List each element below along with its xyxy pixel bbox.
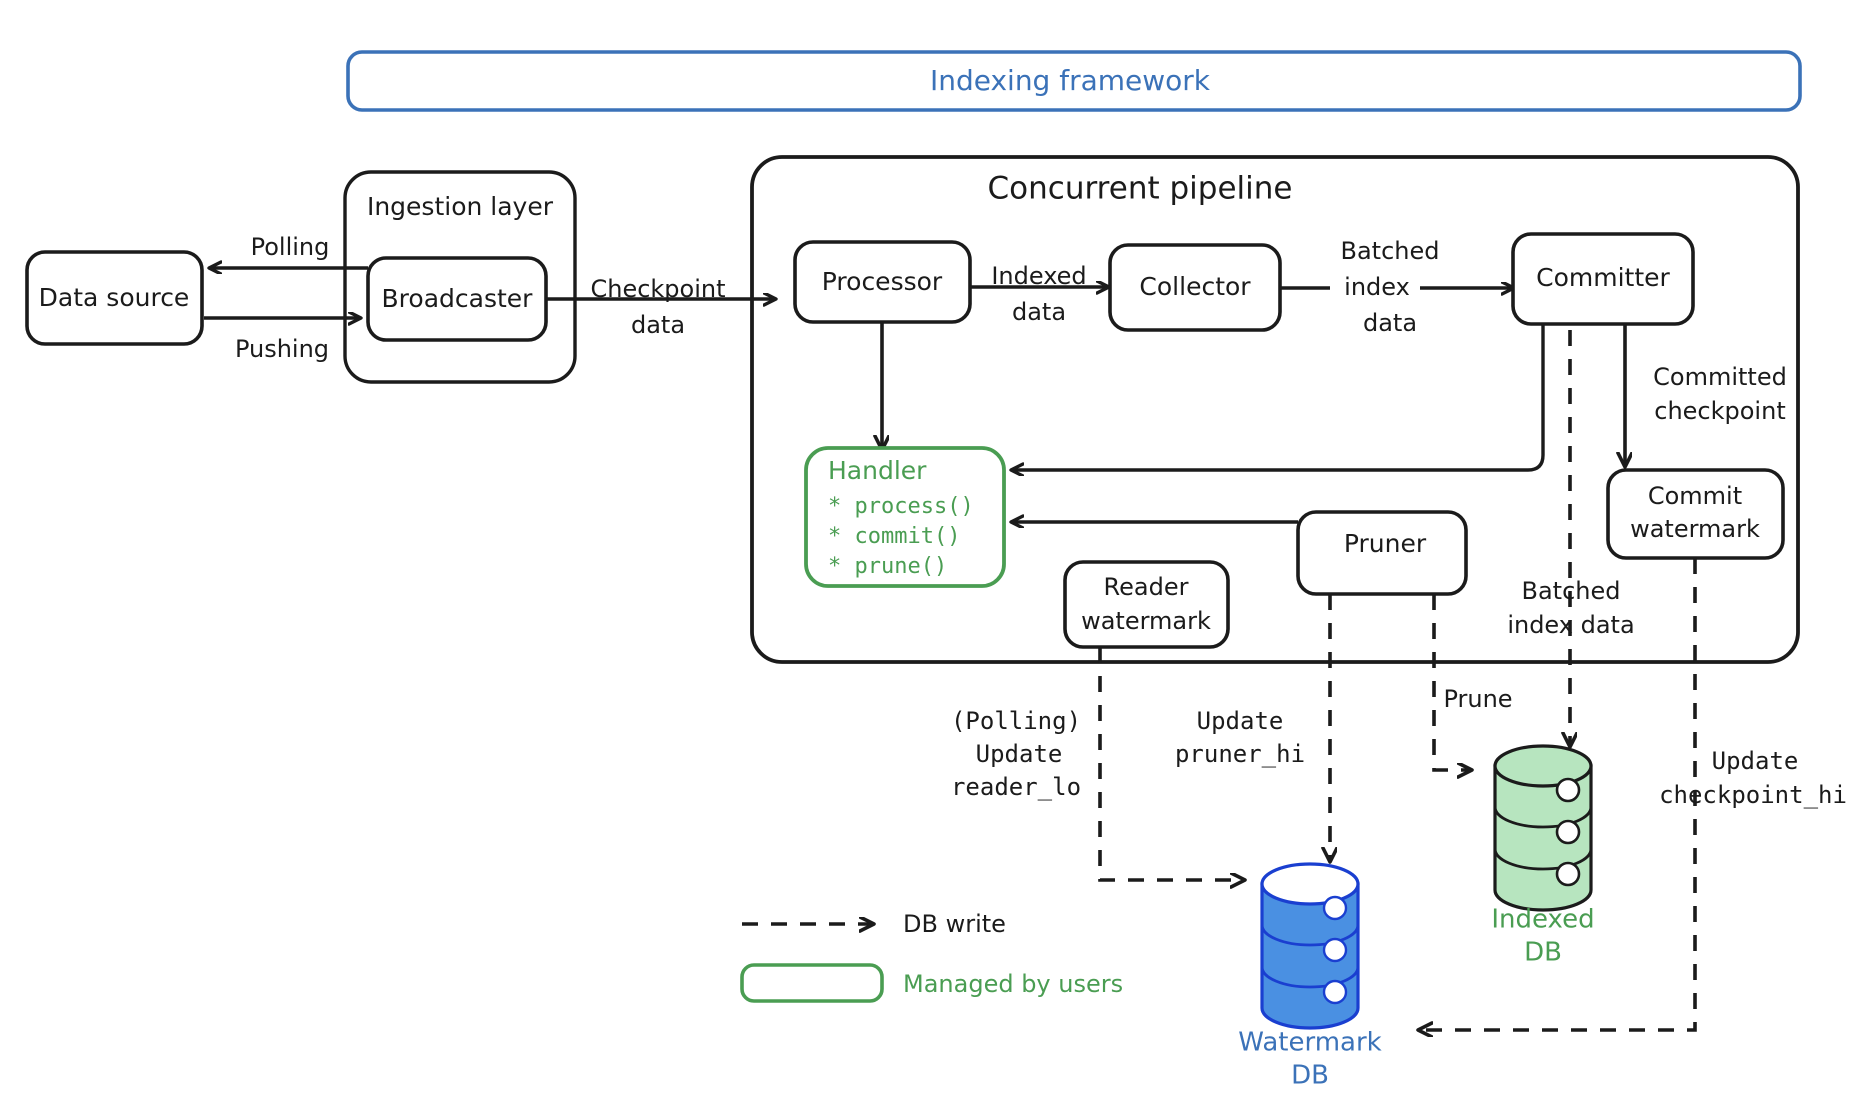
indexed-db-cylinder[interactable]: [1493, 744, 1593, 912]
edge-prune-to-indexed-db: [1432, 594, 1470, 770]
handler-method-commit: * commit(): [828, 524, 960, 549]
edge-polling-update-label-2: Update: [976, 740, 1063, 768]
handler-method-prune: * prune(): [828, 554, 947, 579]
edge-batched-index-data-label-3: data: [1363, 309, 1417, 337]
edge-polling-update-label-3: reader_lo: [951, 773, 1081, 801]
legend-managed-label: Managed by users: [903, 970, 1123, 998]
edge-pushing-label: Pushing: [235, 335, 329, 363]
edge-batched-index-data2-label-1: Batched: [1522, 577, 1621, 605]
edge-update-checkpoint-label-2: checkpoint_hi: [1659, 781, 1847, 809]
edge-update-checkpoint-label-1: Update: [1712, 747, 1799, 775]
legend-managed-swatch: [740, 963, 884, 1003]
concurrent-pipeline-box: [750, 155, 1800, 664]
pruner-label: Pruner: [1344, 529, 1427, 558]
edge-batched-index-data2-label-2: index data: [1507, 611, 1634, 639]
edge-indexed-data-label-2: data: [1012, 298, 1066, 326]
edge-polling-update-label-1: (Polling): [951, 707, 1081, 735]
committer-node[interactable]: [1511, 232, 1695, 326]
indexing-framework-title: Indexing framework: [930, 64, 1211, 97]
edge-batched-index-data-label-2: index: [1344, 273, 1410, 301]
edge-committer-to-handler: [1012, 324, 1545, 470]
committer-label: Committer: [1536, 263, 1670, 292]
concurrent-pipeline-title: Concurrent pipeline: [988, 171, 1293, 207]
handler-node[interactable]: [804, 446, 1006, 588]
edge-indexed-data-label-1: Indexed: [991, 262, 1086, 290]
edge-polling-label: Polling: [251, 233, 330, 261]
edge-committed-checkpoint-label-2: checkpoint: [1654, 397, 1785, 425]
processor-label: Processor: [822, 267, 943, 296]
edge-update-pruner-label-1: Update: [1197, 707, 1284, 735]
watermark-db-cylinder[interactable]: [1260, 862, 1360, 1030]
commit-watermark-label-1: Commit: [1648, 482, 1742, 510]
reader-watermark-label-1: Reader: [1104, 573, 1189, 601]
data-source-label: Data source: [39, 283, 190, 312]
commit-watermark-label-2: watermark: [1630, 515, 1760, 543]
collector-label: Collector: [1139, 272, 1251, 301]
indexed-db-label-2: DB: [1524, 938, 1562, 968]
data-source-node[interactable]: [25, 250, 204, 346]
edge-checkpoint-data-label-1: Checkpoint: [590, 275, 725, 303]
edge-update-pruner-label-2: pruner_hi: [1175, 740, 1305, 768]
edge-checkpoint-data-label-2: data: [631, 311, 685, 339]
watermark-db-label-2: DB: [1291, 1061, 1329, 1091]
edge-commit-watermark-to-watermark-db: [1420, 558, 1697, 1030]
ingestion-layer-title: Ingestion layer: [367, 192, 554, 221]
broadcaster-label: Broadcaster: [382, 284, 534, 313]
handler-method-process: * process(): [828, 494, 974, 519]
indexed-db-label-1: Indexed: [1491, 905, 1594, 935]
reader-watermark-label-2: watermark: [1081, 607, 1211, 635]
handler-title: Handler: [828, 456, 927, 485]
reader-watermark-node[interactable]: [1063, 560, 1230, 649]
indexing-framework-box: [346, 50, 1802, 112]
edge-committed-checkpoint-label-1: Committed: [1653, 363, 1787, 391]
legend-db-write-label: DB write: [903, 910, 1006, 938]
watermark-db-label-1: Watermark: [1238, 1028, 1381, 1058]
ingestion-layer-box: [343, 170, 577, 384]
edge-prune-label: Prune: [1443, 685, 1512, 713]
edge-batched-index-data-label-1: Batched: [1341, 237, 1440, 265]
edge-reader-watermark-to-watermark-db: [1098, 647, 1243, 880]
pruner-node[interactable]: [1296, 510, 1468, 596]
